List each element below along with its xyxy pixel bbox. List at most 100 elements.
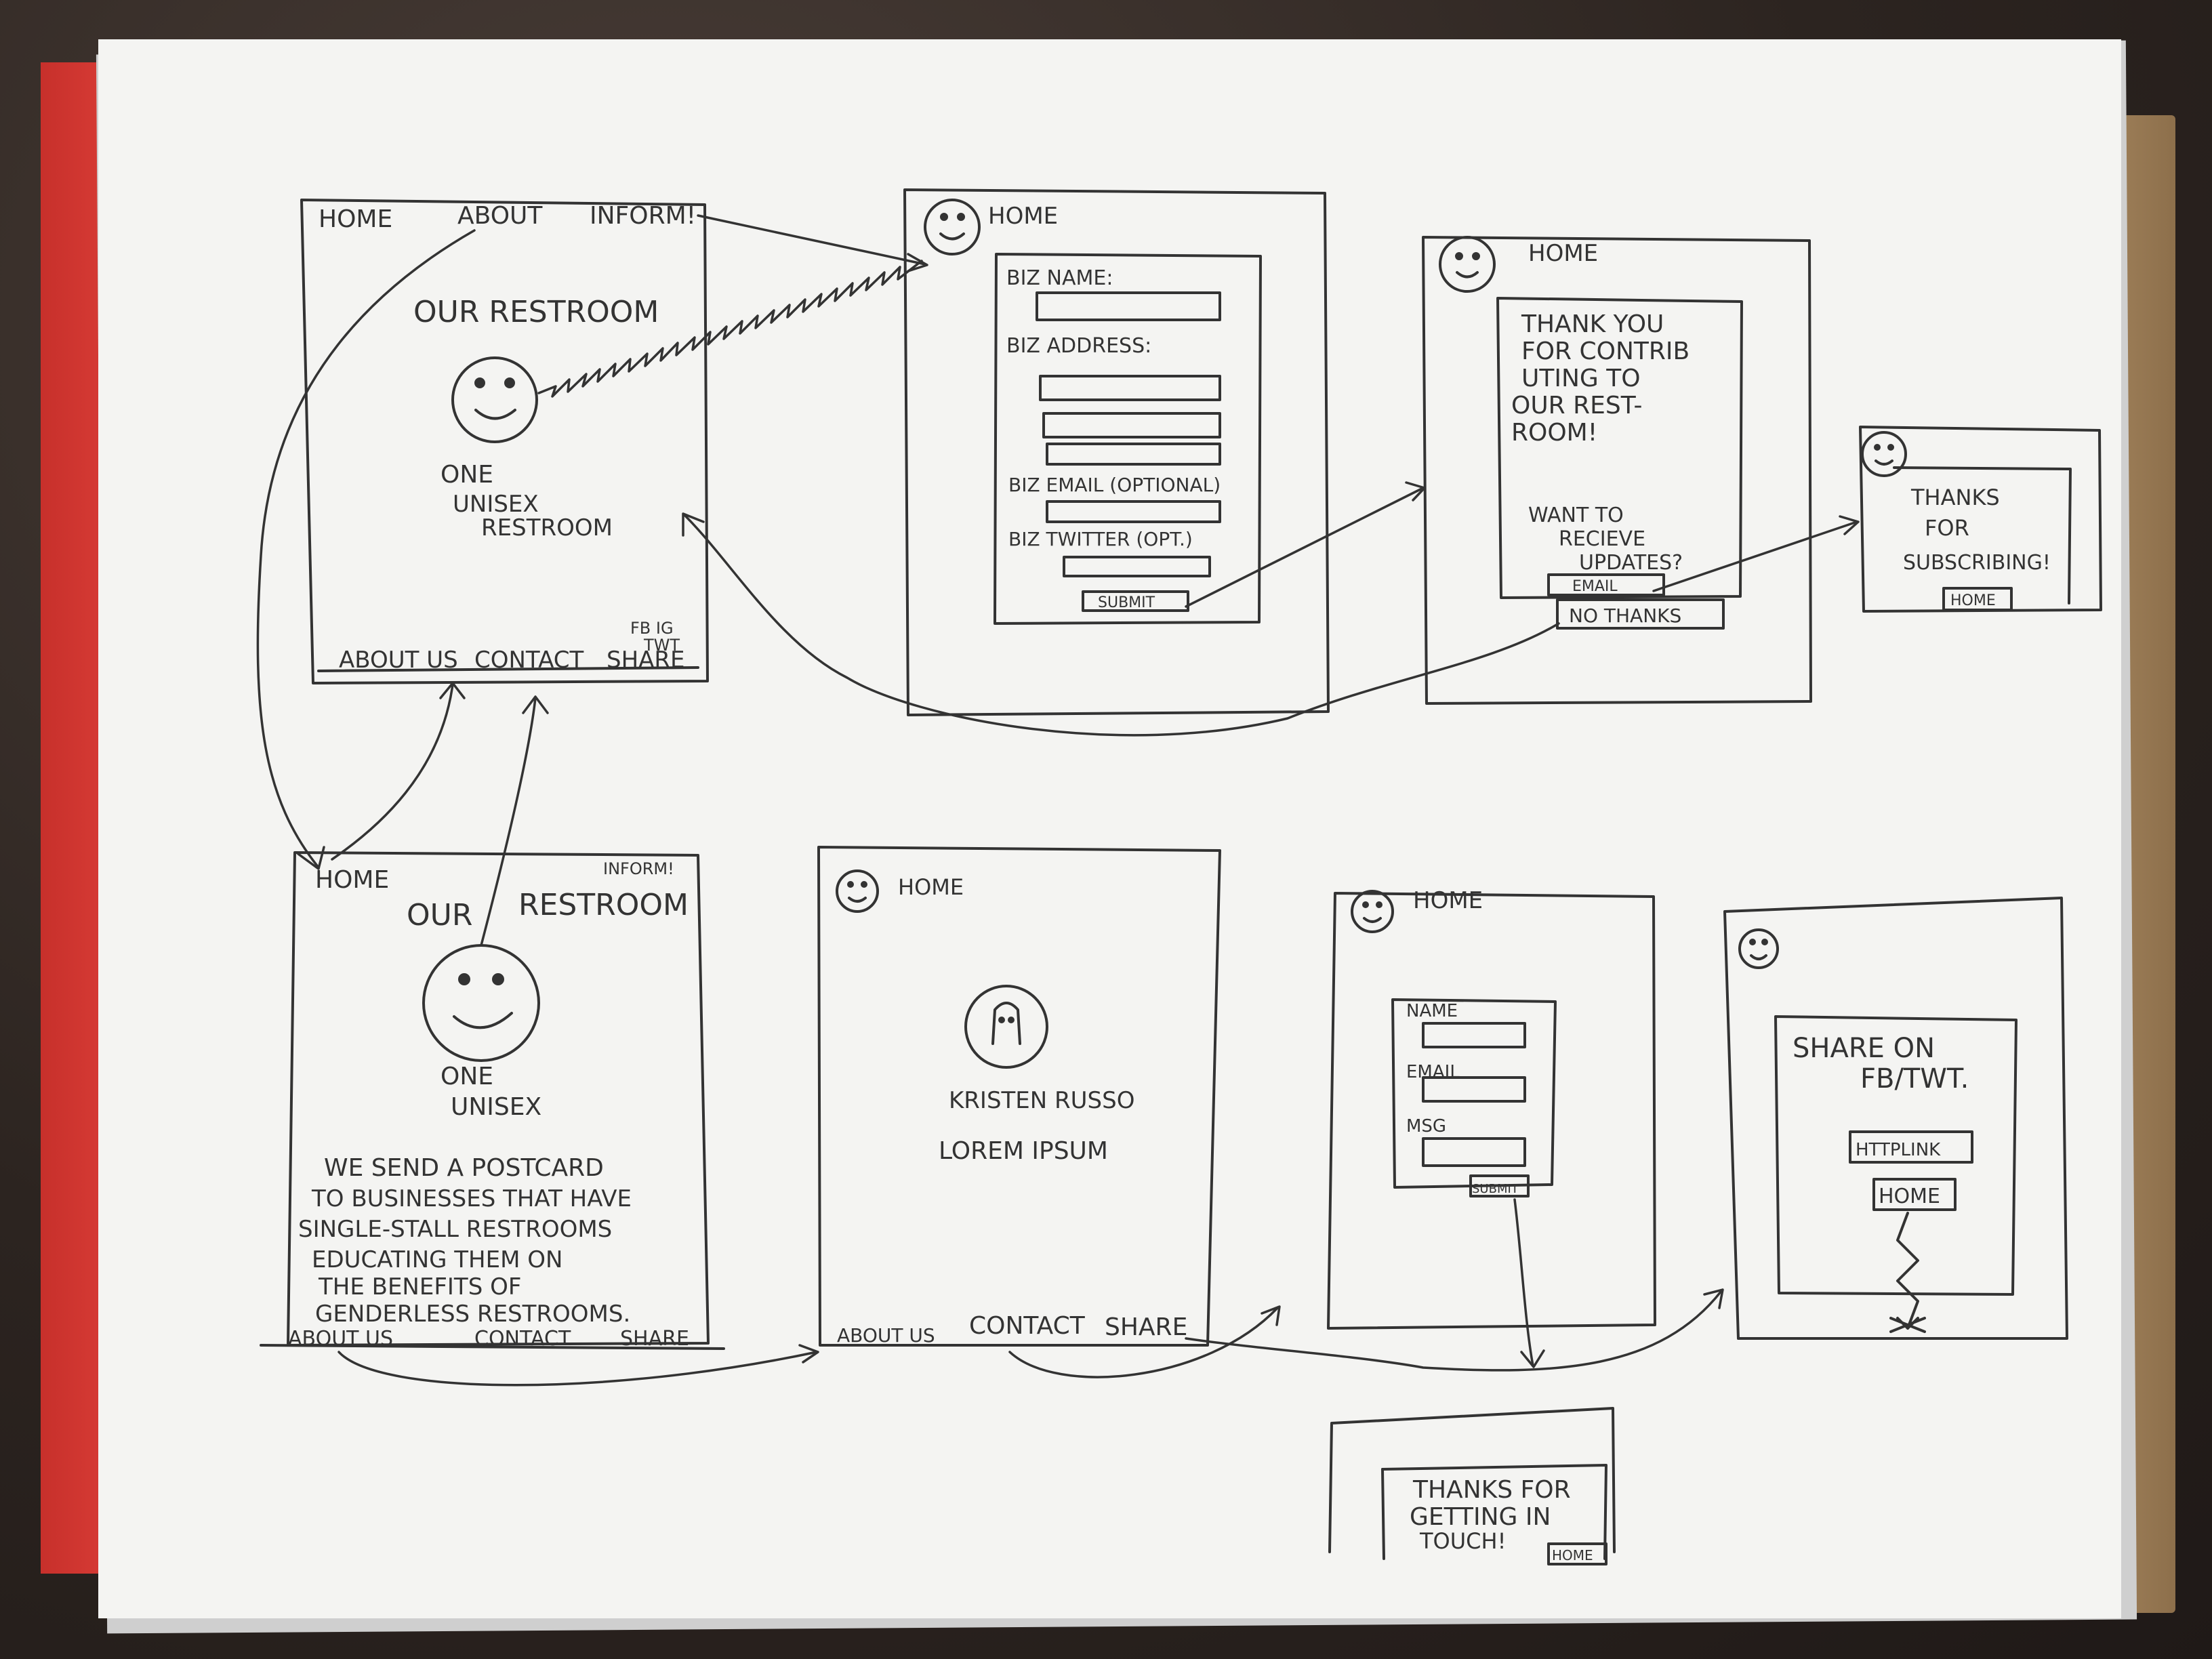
subtitle-line-2: UNISEX: [451, 1093, 541, 1121]
arrow-no-thanks-to-home: [683, 514, 1560, 737]
nav-inform[interactable]: INFORM!: [590, 202, 696, 230]
smiley-icon: [1861, 431, 1907, 477]
share-line-2: FB/TWT.: [1860, 1063, 1969, 1094]
label-biz-email: BIZ EMAIL (OPTIONAL): [1008, 474, 1221, 496]
screen-share: SHARE ON FB/TWT. HTTPLINK HOME: [1723, 897, 2068, 1340]
smiley-icon: [1439, 236, 1496, 293]
input-biz-address-1[interactable]: [1039, 375, 1221, 401]
home-button[interactable]: [1547, 1542, 1607, 1565]
nav-inform[interactable]: INFORM!: [603, 859, 674, 878]
footer-about-us[interactable]: ABOUT US: [837, 1324, 935, 1347]
subscribed-line-1: THANKS: [1910, 485, 2000, 510]
no-thanks-label: NO THANKS: [1569, 605, 1681, 627]
nav-home[interactable]: HOME: [1528, 240, 1598, 267]
home-button[interactable]: [1942, 587, 2013, 611]
smiley-icon: [1351, 890, 1394, 933]
footer-share[interactable]: SHARE: [607, 647, 685, 674]
screen-about: HOME INFORM! OUR RESTROOM ONE UNISEX WE …: [260, 851, 725, 1351]
avatar-icon: [964, 985, 1048, 1069]
arrow-contact-submit-to-thanks: [1513, 1198, 1534, 1367]
sketch-paper: [98, 39, 2121, 1618]
home-button-label: HOME: [1879, 1185, 1940, 1208]
submit-button[interactable]: [1082, 590, 1189, 612]
smiley-icon: [451, 356, 538, 443]
screen-contact: HOME NAME EMAIL MSG SUBMIT: [1327, 887, 1656, 1330]
email-button[interactable]: [1547, 573, 1665, 596]
home-button[interactable]: [1872, 1178, 1957, 1211]
subtitle-line-3: RESTROOM: [481, 514, 613, 541]
updates-q-3: UPDATES?: [1579, 551, 1683, 575]
input-biz-address-2[interactable]: [1042, 412, 1221, 438]
footer-contact[interactable]: CONTACT: [474, 1327, 571, 1351]
arrow-share-to-share-screen: [1185, 1290, 1723, 1372]
subscribed-line-2: FOR: [1925, 515, 1969, 541]
label-name: NAME: [1406, 1001, 1458, 1021]
about-para-1: WE SEND A POSTCARD: [324, 1154, 604, 1182]
share-link-label: HTTPLINK: [1856, 1140, 1941, 1160]
arrow-contact-to-contact-screen: [1008, 1307, 1279, 1378]
arrow-email-to-subscribed: [1652, 520, 1858, 592]
screen-thank-you: HOME THANK YOU FOR CONTRIB UTING TO OUR …: [1422, 236, 1812, 705]
input-biz-email[interactable]: [1046, 500, 1221, 523]
footer-about-us[interactable]: ABOUT US: [339, 647, 458, 674]
thanks-line-2: FOR CONTRIB: [1521, 337, 1689, 365]
nav-home[interactable]: HOME: [1413, 887, 1483, 914]
title-part-1: OUR: [407, 898, 472, 933]
contact-thanks-line-2: GETTING IN: [1410, 1503, 1551, 1531]
thanks-line-5: ROOM!: [1511, 419, 1597, 447]
home-button-label: HOME: [1552, 1547, 1593, 1563]
arrow-submit-to-thanks: [1185, 487, 1425, 608]
footer-about-us[interactable]: ABOUT US: [288, 1327, 393, 1351]
arrow-inform-to-form: [697, 214, 926, 266]
about-para-5: THE BENEFITS OF: [318, 1273, 521, 1300]
input-biz-twitter[interactable]: [1063, 556, 1211, 577]
label-biz-name: BIZ NAME:: [1006, 266, 1113, 290]
input-msg[interactable]: [1422, 1137, 1526, 1167]
about-para-2: TO BUSINESSES THAT HAVE: [311, 1185, 632, 1212]
submit-label: SUBMIT: [1098, 594, 1155, 611]
share-line-1: SHARE ON: [1793, 1033, 1935, 1064]
footer-contact[interactable]: CONTACT: [474, 647, 583, 674]
input-biz-address-3[interactable]: [1046, 443, 1221, 466]
no-thanks-button[interactable]: [1556, 598, 1725, 630]
smiley-icon: [924, 199, 981, 255]
input-name[interactable]: [1422, 1022, 1526, 1048]
label-email: EMAIL: [1406, 1062, 1460, 1082]
screen-home: HOME ABOUT INFORM! OUR RESTROOM ONE UNIS…: [300, 199, 709, 684]
footer-contact[interactable]: CONTACT: [969, 1312, 1086, 1340]
footer-share[interactable]: SHARE: [620, 1327, 689, 1351]
submit-button[interactable]: [1469, 1174, 1530, 1197]
home-button-label: HOME: [1950, 592, 1996, 609]
input-biz-name[interactable]: [1036, 291, 1221, 321]
page-title: OUR RESTROOM: [413, 295, 659, 329]
share-link-button[interactable]: [1849, 1130, 1973, 1164]
submit-label: SUBMIT: [1472, 1182, 1519, 1196]
about-para-6: GENDERLESS RESTROOMS.: [315, 1300, 630, 1328]
arrow-about-screen-to-footer: [331, 683, 454, 861]
nav-about[interactable]: ABOUT: [457, 202, 543, 230]
contact-thanks-line-1: THANKS FOR: [1412, 1476, 1571, 1504]
smiley-icon: [836, 869, 879, 913]
thanks-line-1: THANK YOU: [1521, 310, 1664, 338]
footer-share[interactable]: SHARE: [1105, 1313, 1187, 1341]
nav-home[interactable]: HOME: [315, 866, 389, 894]
input-email[interactable]: [1422, 1076, 1526, 1103]
email-button-label: EMAIL: [1572, 578, 1618, 595]
nav-home[interactable]: HOME: [319, 205, 392, 233]
nav-home[interactable]: HOME: [988, 203, 1058, 230]
title-part-2: RESTROOM: [518, 888, 689, 922]
label-biz-twitter: BIZ TWITTER (OPT.): [1008, 528, 1193, 550]
arrow-about-us-to-profile: [337, 1351, 818, 1387]
arrow-about-to-about-screen: [256, 229, 476, 869]
arrow-smiley-to-contact: [480, 697, 537, 947]
smiley-icon: [1738, 928, 1779, 969]
share-note-2: TWT: [643, 636, 680, 655]
about-para-4: EDUCATING THEM ON: [312, 1246, 562, 1273]
smiley-icon: [422, 944, 540, 1062]
profile-bio: LOREM IPSUM: [939, 1137, 1108, 1165]
about-para-3: SINGLE-STALL RESTROOMS: [298, 1216, 612, 1243]
nav-home[interactable]: HOME: [898, 874, 964, 900]
arrow-squiggle-to-form: [537, 260, 923, 398]
thanks-line-4: OUR REST-: [1511, 392, 1642, 419]
